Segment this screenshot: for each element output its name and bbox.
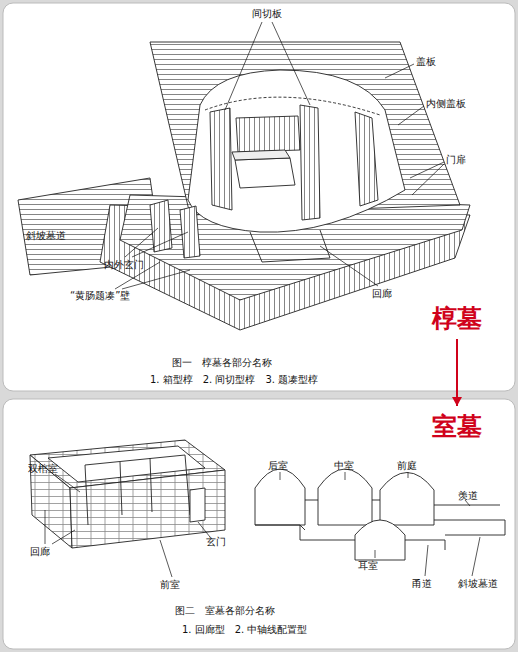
part-label: 盖板 — [416, 56, 436, 68]
figure-caption: 1. 箱型椁 2. 间切型椁 3. 题凑型椁 — [150, 374, 318, 386]
part-label: 回廊 — [30, 546, 50, 558]
part-label: 双棺室 — [28, 463, 58, 475]
part-label: 耳室 — [358, 560, 378, 572]
part-label: 甬道 — [412, 578, 432, 590]
part-label: 门扉 — [446, 154, 466, 166]
part-label: 回廊 — [372, 288, 392, 300]
part-label: 斜坡墓道 — [26, 230, 66, 242]
figure-caption: 图二 室墓各部分名称 — [175, 605, 275, 617]
part-label: 羡道 — [458, 490, 478, 502]
part-label: “黄肠题凑”壁 — [70, 290, 130, 302]
top-panel — [3, 3, 515, 391]
part-label: 内侧盖板 — [426, 98, 466, 110]
part-label: 斜坡墓道 — [458, 578, 498, 590]
flow-arrow — [452, 339, 462, 406]
tomb-type-text: 椁墓 — [432, 304, 482, 333]
tomb-type-text: 室墓 — [432, 412, 482, 441]
room-tomb-drawing — [30, 440, 505, 560]
chamber-tomb-drawing — [18, 42, 470, 330]
part-label: 间切板 — [252, 8, 282, 20]
figure-caption: 图一 椁墓各部分名称 — [172, 357, 272, 369]
part-label: 后室 — [268, 460, 288, 472]
bottom-panel — [3, 399, 515, 649]
part-label: 中室 — [334, 460, 354, 472]
part-label: 内外玄门 — [104, 259, 144, 271]
leader-lines — [45, 22, 480, 577]
tomb-type-label: 椁墓 — [428, 300, 486, 337]
part-label: 前室 — [160, 579, 180, 591]
figure-caption: 1. 回廊型 2. 中轴线配置型 — [182, 624, 307, 636]
part-label: 前庭 — [397, 460, 417, 472]
part-label: 玄门 — [206, 536, 226, 548]
tomb-type-label: 室墓 — [428, 408, 486, 445]
